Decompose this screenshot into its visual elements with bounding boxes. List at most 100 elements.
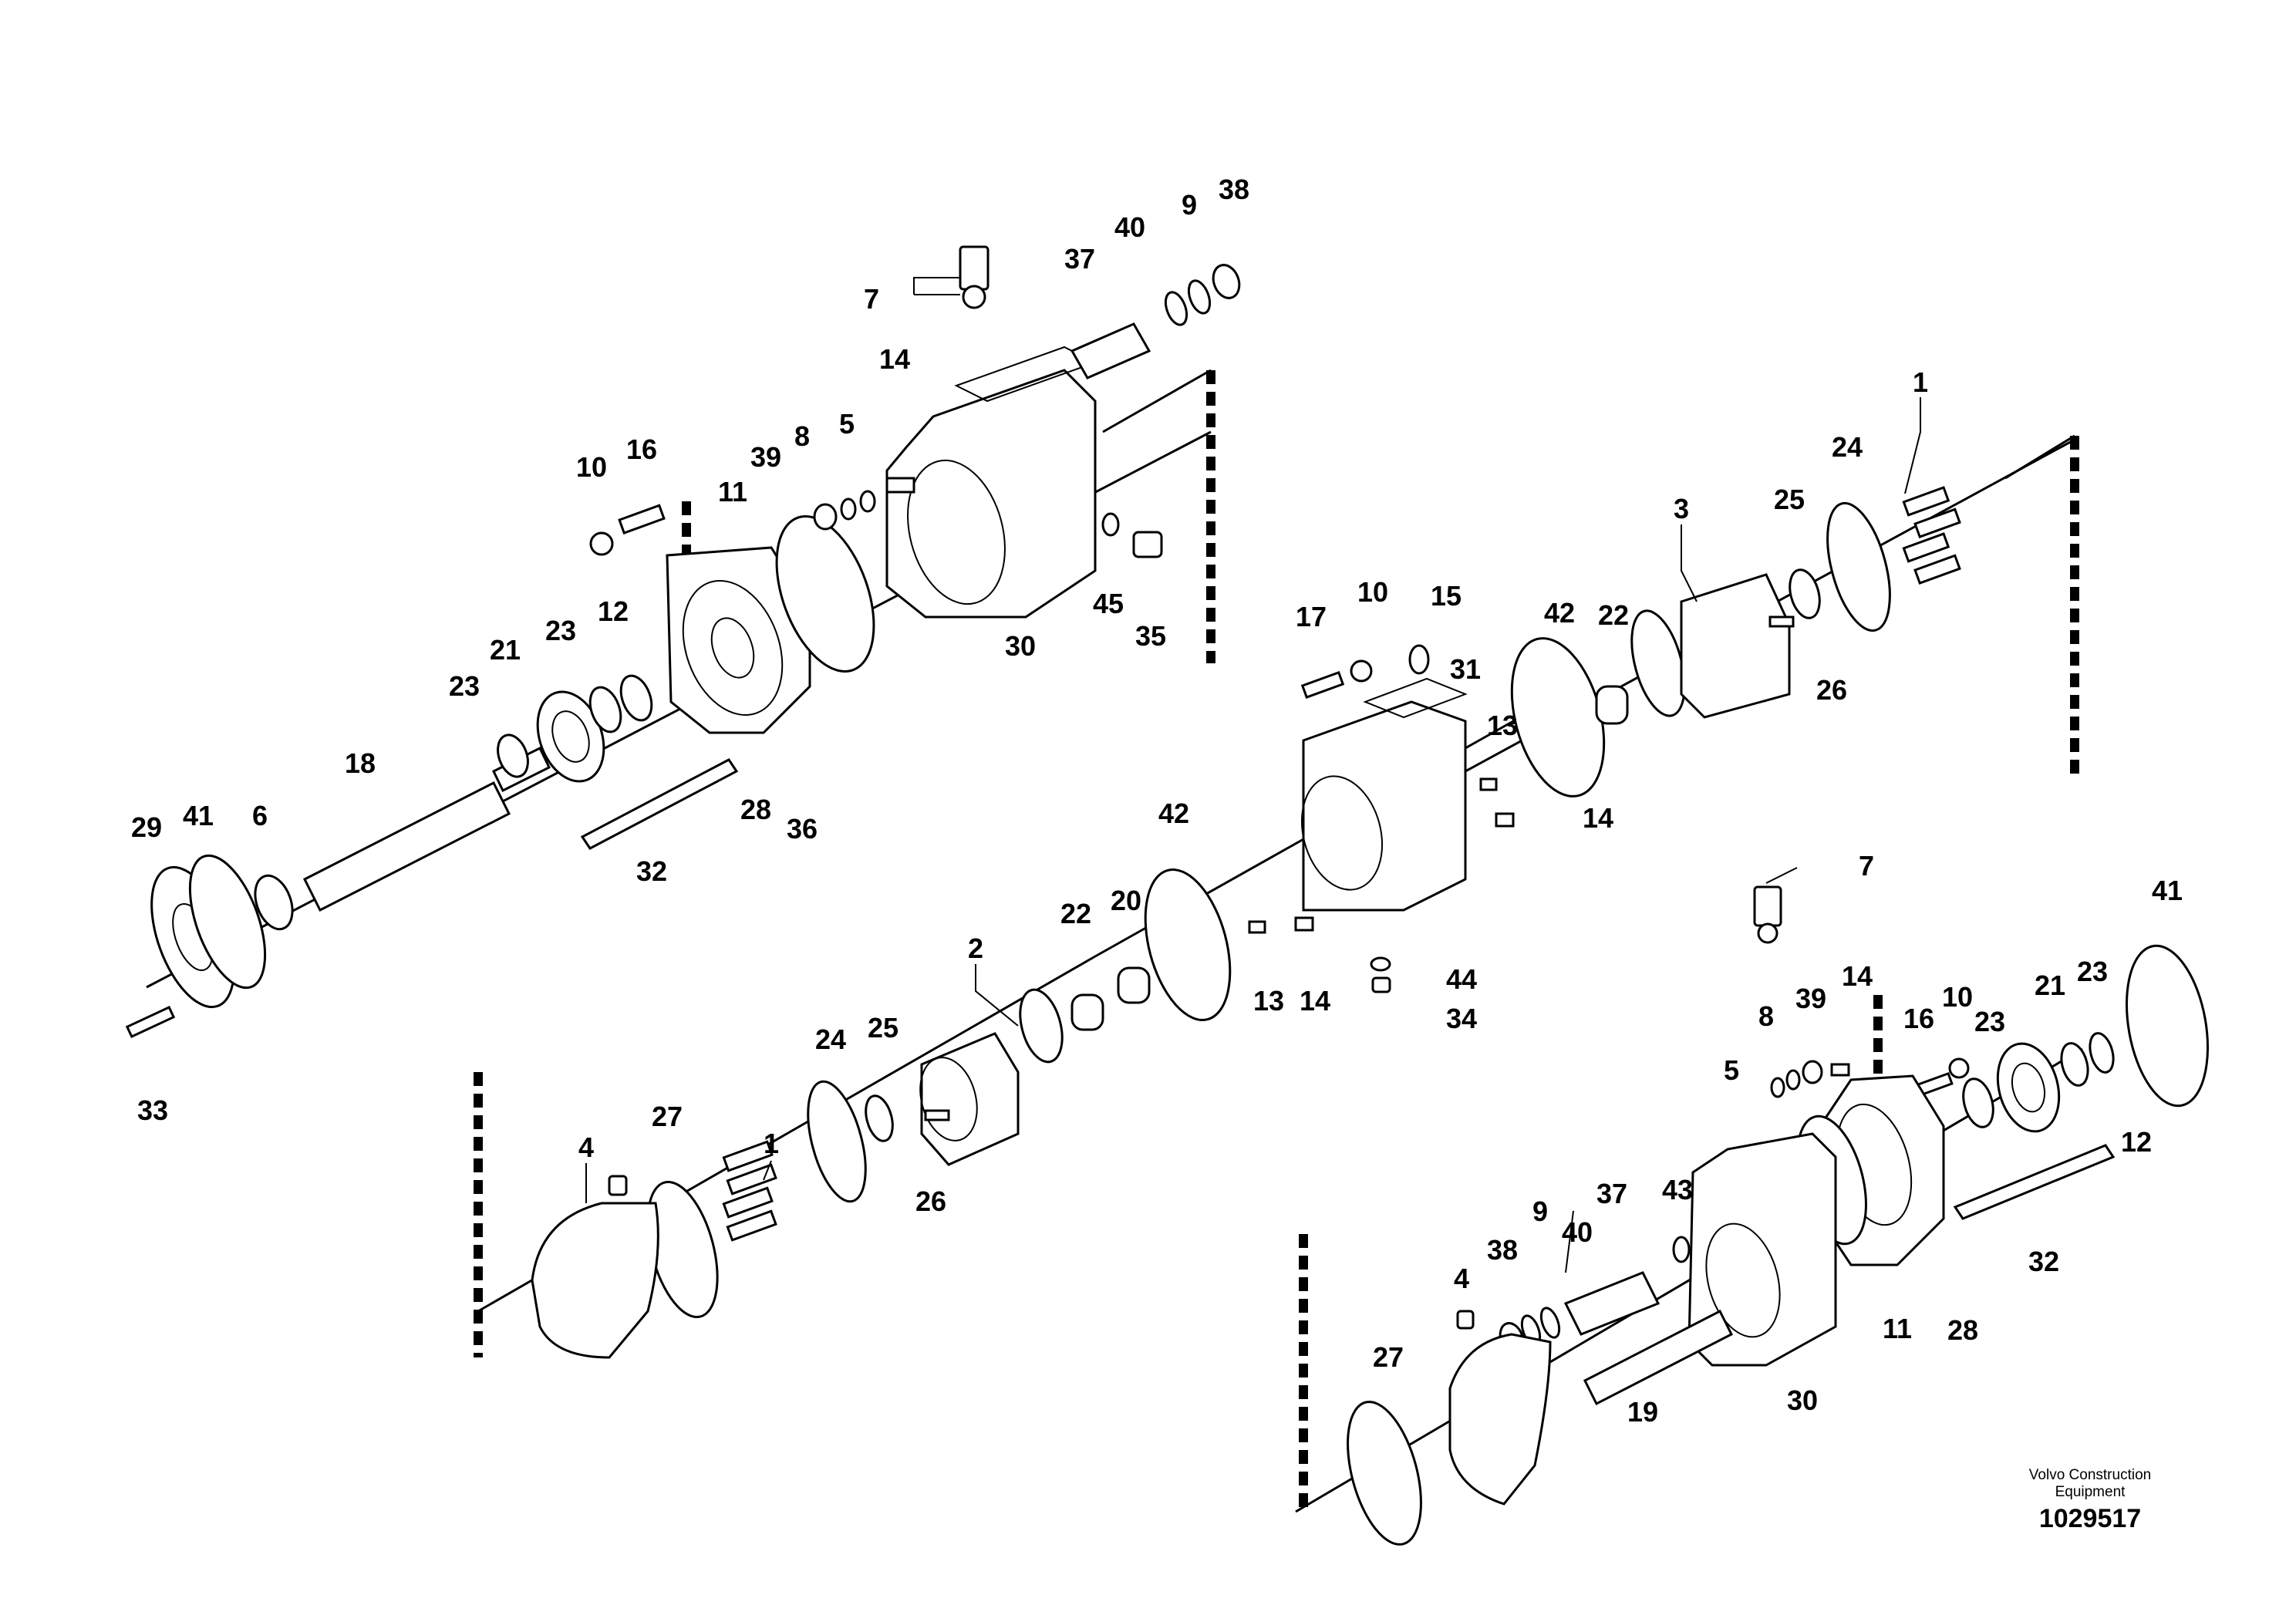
callout-14: 14 <box>879 343 910 375</box>
callout-24b: 24 <box>815 1023 846 1055</box>
callout-41: 41 <box>183 800 214 831</box>
callout-37: 37 <box>1064 243 1095 275</box>
oring-11 <box>775 515 875 673</box>
callout-25: 25 <box>1774 484 1805 515</box>
callout-45: 45 <box>1093 588 1124 619</box>
callout-42b: 42 <box>1158 798 1189 829</box>
plate-24a <box>1826 501 1891 632</box>
nut-39b <box>1802 1060 1823 1084</box>
snap-ring-12b <box>2089 1032 2115 1074</box>
callout-27: 27 <box>652 1101 683 1132</box>
callout-40: 40 <box>1114 211 1145 243</box>
callout-23b: 23 <box>449 670 480 702</box>
callout-26b: 26 <box>915 1185 946 1217</box>
oring-41 <box>188 854 267 990</box>
callout-38: 38 <box>1219 174 1249 205</box>
callout-22b: 22 <box>1060 898 1091 929</box>
callout-8: 8 <box>794 420 810 452</box>
callout-14d: 14 <box>1842 960 1873 992</box>
valve-37 <box>1070 322 1151 379</box>
bolt-32b <box>1953 1144 2116 1220</box>
callout-13b: 13 <box>1253 985 1284 1017</box>
callout-35: 35 <box>1135 620 1166 652</box>
callout-1b: 1 <box>764 1128 779 1159</box>
spacer-25b <box>865 1094 894 1142</box>
center-assembly <box>531 486 1961 1359</box>
callout-20: 20 <box>1111 885 1141 916</box>
nut-10b <box>1948 1057 1970 1079</box>
callout-11b: 11 <box>1883 1313 1912 1344</box>
plug-34 <box>1371 976 1391 993</box>
callout-22: 22 <box>1598 599 1629 631</box>
cylinder-2 <box>919 1032 1020 1166</box>
callout-13: 13 <box>1487 710 1518 741</box>
callout-32b: 32 <box>2028 1246 2059 1277</box>
callout-8b: 8 <box>1758 1000 1774 1032</box>
callout-labels: 1 1 2 3 4 4 5 5 6 7 7 8 8 9 9 10 10 10 1… <box>131 174 2183 1428</box>
callout-25b: 25 <box>868 1012 899 1044</box>
callout-39b: 39 <box>1795 983 1826 1014</box>
brand-line-1: Volvo Construction <box>2028 1467 2152 1483</box>
ring-23b <box>588 686 622 733</box>
callout-11: 11 <box>718 476 747 508</box>
lower-right-pump <box>1347 885 2210 1546</box>
sensor-7-bottom <box>1753 885 1782 944</box>
bearing-21b <box>1996 1042 2061 1133</box>
sensor-7-top <box>959 245 990 309</box>
ring-40b <box>1539 1307 1561 1339</box>
assembly-frames <box>474 369 2079 1512</box>
callout-21b: 21 <box>2035 969 2065 1001</box>
callout-26: 26 <box>1816 674 1847 706</box>
callout-6: 6 <box>252 800 268 831</box>
bolt-17 <box>1300 671 1345 699</box>
nut-38 <box>1212 264 1241 299</box>
callout-16: 16 <box>626 433 657 465</box>
callout-10: 10 <box>576 451 607 483</box>
pistons-1a <box>1902 486 1961 585</box>
nut-39 <box>813 503 838 531</box>
bush-20 <box>1117 966 1151 1004</box>
callout-15: 15 <box>1431 580 1462 612</box>
washer-2 <box>1019 988 1064 1064</box>
callout-12b: 12 <box>2121 1126 2152 1158</box>
head-31 <box>1300 677 1468 912</box>
callout-5: 5 <box>839 408 855 440</box>
callout-4b: 4 <box>1454 1263 1469 1294</box>
ring-40 <box>1164 291 1188 326</box>
spring-26a <box>1768 615 1795 628</box>
bolt-33 <box>125 1005 176 1039</box>
ring-5 <box>859 490 876 513</box>
ring-23c <box>2060 1042 2089 1087</box>
callout-27b: 27 <box>1373 1341 1404 1373</box>
callout-9b: 9 <box>1532 1195 1548 1227</box>
washer-8b <box>1785 1069 1801 1091</box>
callout-30b: 30 <box>1787 1384 1818 1416</box>
callout-39: 39 <box>750 441 781 473</box>
washer-8 <box>840 497 857 521</box>
callout-29: 29 <box>131 811 162 843</box>
callout-38b: 38 <box>1487 1234 1518 1266</box>
callout-1: 1 <box>1913 366 1928 398</box>
callout-7b: 7 <box>1859 850 1874 882</box>
pin-14c <box>1830 1063 1850 1077</box>
pin-13b <box>1479 777 1498 791</box>
bush-22a <box>1595 685 1629 725</box>
callout-40b: 40 <box>1562 1216 1593 1248</box>
callout-9: 9 <box>1182 189 1197 221</box>
callout-37b: 37 <box>1596 1178 1627 1209</box>
callout-16b: 16 <box>1903 1003 1934 1034</box>
callout-36: 36 <box>787 813 818 845</box>
pin-14b <box>1495 812 1515 828</box>
callout-7: 7 <box>864 283 879 315</box>
plug-35 <box>1132 531 1163 558</box>
leader-lines <box>585 277 1921 1273</box>
callout-30: 30 <box>1005 630 1036 662</box>
oring-41b <box>2125 944 2210 1108</box>
swash-plate-4a <box>531 1175 659 1359</box>
washer-44 <box>1370 956 1391 972</box>
ring-45 <box>1101 512 1120 537</box>
nut-10 <box>589 531 614 556</box>
valve-37b <box>1563 1271 1660 1336</box>
snap-ring-12 <box>619 674 653 722</box>
pin-14 <box>885 477 915 494</box>
